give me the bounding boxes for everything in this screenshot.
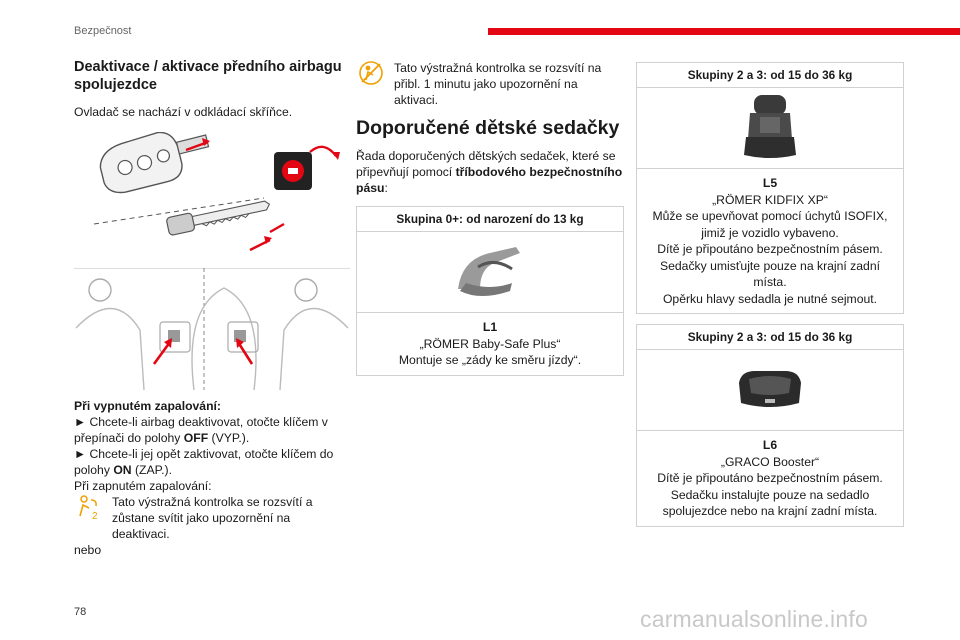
key-switch-illustration [74, 131, 350, 264]
seat-name: „RÖMER KIDFIX XP“ [712, 192, 828, 207]
page-number: 78 [74, 606, 87, 618]
seat-card-l6: Skupiny 2 a 3: od 15 do 36 kg L6 „GRACO … [636, 324, 904, 527]
airbag-on-warning-icon [359, 61, 383, 85]
seat-code: L5 [762, 176, 778, 190]
or-text: nebo [74, 543, 102, 557]
baby-seat-image [357, 232, 623, 313]
step-activate: ► Chcete-li jej opět zaktivovat, otočte … [74, 447, 334, 477]
step-deactivate: ► Chcete-li airbag deaktivovat, otočte k… [74, 415, 328, 445]
activation-warning: Tato výstražná kontrolka se rozsvítí na … [356, 60, 624, 108]
seat-card-l5: Skupiny 2 a 3: od 15 do 36 kg L5 „RÖMER … [636, 62, 904, 314]
airbag-intro: Ovladač se nachází v odkládací skříňce. [74, 105, 293, 119]
kidfix-seat-image [637, 88, 903, 169]
seat-code: L1 [482, 320, 498, 334]
seat-name: „GRACO Booster“ [720, 454, 820, 469]
seat-group-heading: Skupina 0+: od narození do 13 kg [357, 207, 623, 232]
header-accent-bar [488, 28, 960, 35]
seat-location-illustration [74, 267, 350, 391]
section-header: Bezpečnost [74, 25, 132, 37]
recommended-seats-intro: Řada doporučených dětských sedaček, kter… [356, 149, 623, 195]
seat-note-headrest: Opěrku hlavy sedadla je nutné sejmout. [662, 291, 878, 306]
middle-column: Tato výstražná kontrolka se rozsvítí na … [356, 60, 624, 386]
seat-note: Montuje se „zády ke směru jízdy“. [398, 353, 582, 367]
ignition-on-text: Při zapnutém zapalování: [74, 479, 212, 493]
booster-seat-image [637, 350, 903, 431]
seat-note-belt: Dítě je připoutáno bezpečnostním pásem. [657, 242, 883, 256]
watermark: carmanualsonline.info [640, 606, 868, 632]
seat-note-isofix: Může se upevňovat pomocí úchytů ISOFIX, … [652, 209, 888, 240]
airbag-title: Deaktivace / aktivace předního airbagu s… [74, 59, 342, 93]
deactivation-warning: 2 Tato výstražná kontrolka se rozsvítí a… [74, 494, 350, 542]
seat-note-position: Sedačky umisťujte pouze na krajní zadní … [659, 258, 880, 290]
left-column: Deaktivace / aktivace předního airbagu s… [74, 58, 350, 558]
recommended-seats-title: Doporučené dětské sedačky [356, 117, 620, 139]
seat-group-heading: Skupiny 2 a 3: od 15 do 36 kg [637, 325, 903, 350]
svg-text:2: 2 [92, 511, 98, 520]
seat-note-position: Sedačku instalujte pouze na sedadlo spol… [662, 487, 878, 519]
steps-heading: Při vypnutém zapalování: [74, 399, 221, 413]
seat-note-belt: Dítě je připoutáno bezpečnostním pásem. [657, 471, 883, 485]
airbag-off-warning-icon: 2 [79, 495, 98, 520]
seat-card-l1: Skupina 0+: od narození do 13 kg L1 „RÖM… [356, 206, 624, 376]
right-column: Skupiny 2 a 3: od 15 do 36 kg L5 „RÖMER … [636, 62, 904, 537]
seat-name: „RÖMER Baby-Safe Plus“ [419, 336, 561, 351]
seat-group-heading: Skupiny 2 a 3: od 15 do 36 kg [637, 63, 903, 88]
seat-code: L6 [762, 438, 778, 452]
